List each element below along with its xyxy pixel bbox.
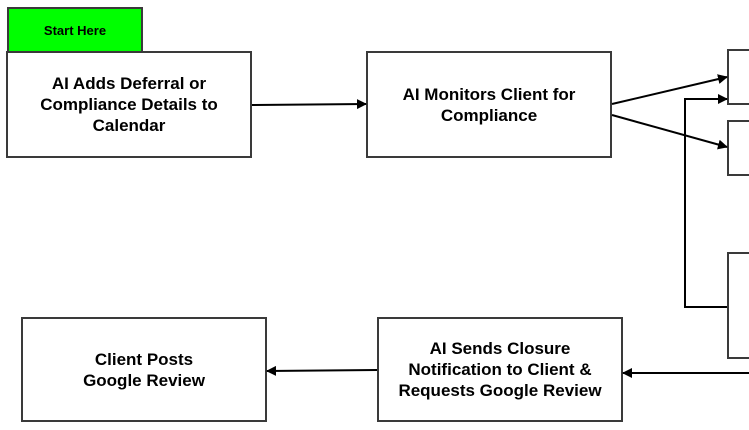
edge-bottom-right-loop-to-top [684, 94, 728, 308]
node-ai-adds-calendar[interactable]: AI Adds Deferral or Compliance Details t… [6, 51, 252, 158]
node-ai-monitors-client[interactable]: AI Monitors Client for Compliance [366, 51, 612, 158]
edge-closure-to-review [266, 365, 378, 376]
node-offscreen-middle[interactable] [727, 120, 749, 176]
node-ai-sends-closure[interactable]: AI Sends Closure Notification to Client … [377, 317, 623, 422]
node-offscreen-top[interactable] [727, 49, 749, 105]
edge-monitor-to-middle-right [611, 114, 728, 150]
node-client-posts-review[interactable]: Client Posts Google Review [21, 317, 267, 422]
edge-calendar-to-monitor [251, 99, 367, 110]
node-offscreen-bottom[interactable] [727, 252, 749, 359]
edge-monitor-to-top-right [611, 74, 728, 105]
start-here-tag: Start Here [7, 7, 143, 53]
